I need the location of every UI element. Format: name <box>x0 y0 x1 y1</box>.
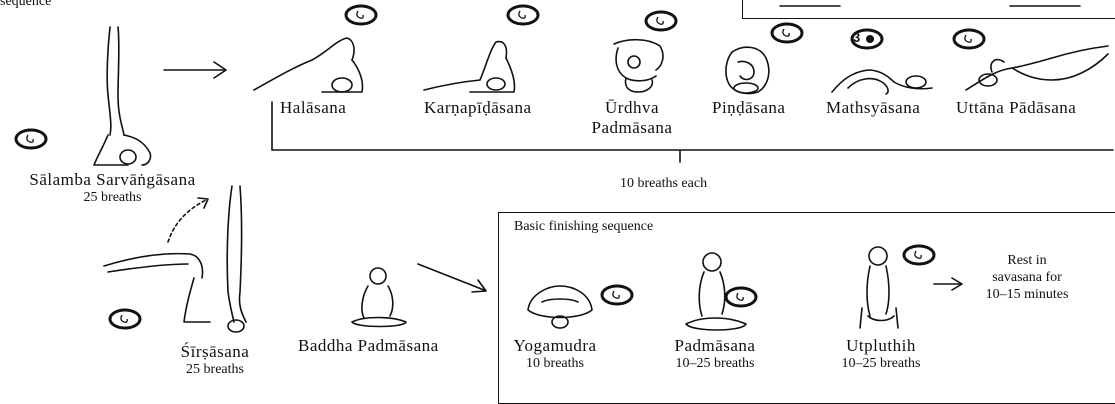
gaze-eye-icon <box>506 4 540 26</box>
pose-label-utpluthih: Utpluthih <box>826 336 936 356</box>
sirsasana-breaths: 25 breaths <box>160 362 270 378</box>
baddha-padmasana-figure <box>344 266 414 330</box>
arrow-diagonal-icon <box>416 262 490 296</box>
rest-line-1: Rest in <box>966 252 1088 269</box>
pose-breaths-padmasana: 10–25 breaths <box>660 356 770 372</box>
arrow-right-icon <box>162 60 232 80</box>
sarvangasana-figure <box>88 25 158 170</box>
arrow-right-small-icon <box>932 276 966 292</box>
gaze-eye-icon <box>14 128 48 150</box>
rest-line-2: savasana for <box>966 269 1088 286</box>
dashed-curve-arrow-icon <box>166 196 212 246</box>
urdhva-padmasana-figure <box>604 36 674 96</box>
gaze-eye-icon <box>344 4 378 26</box>
rest-note: Rest in savasana for 10–15 minutes <box>966 252 1088 303</box>
rest-line-3: 10–15 minutes <box>966 286 1088 303</box>
pose-label-padmasana: Padmāsana <box>660 336 770 356</box>
pose-breaths-yogamudra: 10 breaths <box>500 356 610 372</box>
pindasana-figure <box>718 42 778 96</box>
group-breaths-label: 10 breaths each <box>620 176 707 192</box>
gaze-eye-icon <box>770 22 804 44</box>
gaze-eye-icon <box>724 286 758 308</box>
partial-box-scribbles <box>770 2 1100 12</box>
group-bracket <box>270 100 1115 170</box>
finishing-sequence-title: Basic finishing sequence <box>514 219 653 235</box>
gaze-eye-icon <box>600 284 634 306</box>
baddha-padmasana-label: Baddha Padmāsana <box>298 336 439 356</box>
gaze-eye-icon <box>952 28 986 50</box>
sequence-fragment-label: sequence <box>0 0 51 10</box>
yogamudra-figure <box>520 280 600 330</box>
karnapidasana-figure <box>420 36 530 96</box>
halasana-figure <box>252 30 372 95</box>
pose-breaths-utpluthih: 10–25 breaths <box>826 356 936 372</box>
gaze-eye-icon <box>902 244 936 266</box>
mathsyasana-figure <box>828 58 938 98</box>
gaze-eye-icon <box>108 308 142 330</box>
third-eye-count: 3 <box>853 30 860 45</box>
gaze-eye-icon <box>644 10 678 32</box>
sirsasana-label: Śīrṣāsana <box>160 342 270 362</box>
pose-label-yogamudra: Yogamudra <box>500 336 610 356</box>
